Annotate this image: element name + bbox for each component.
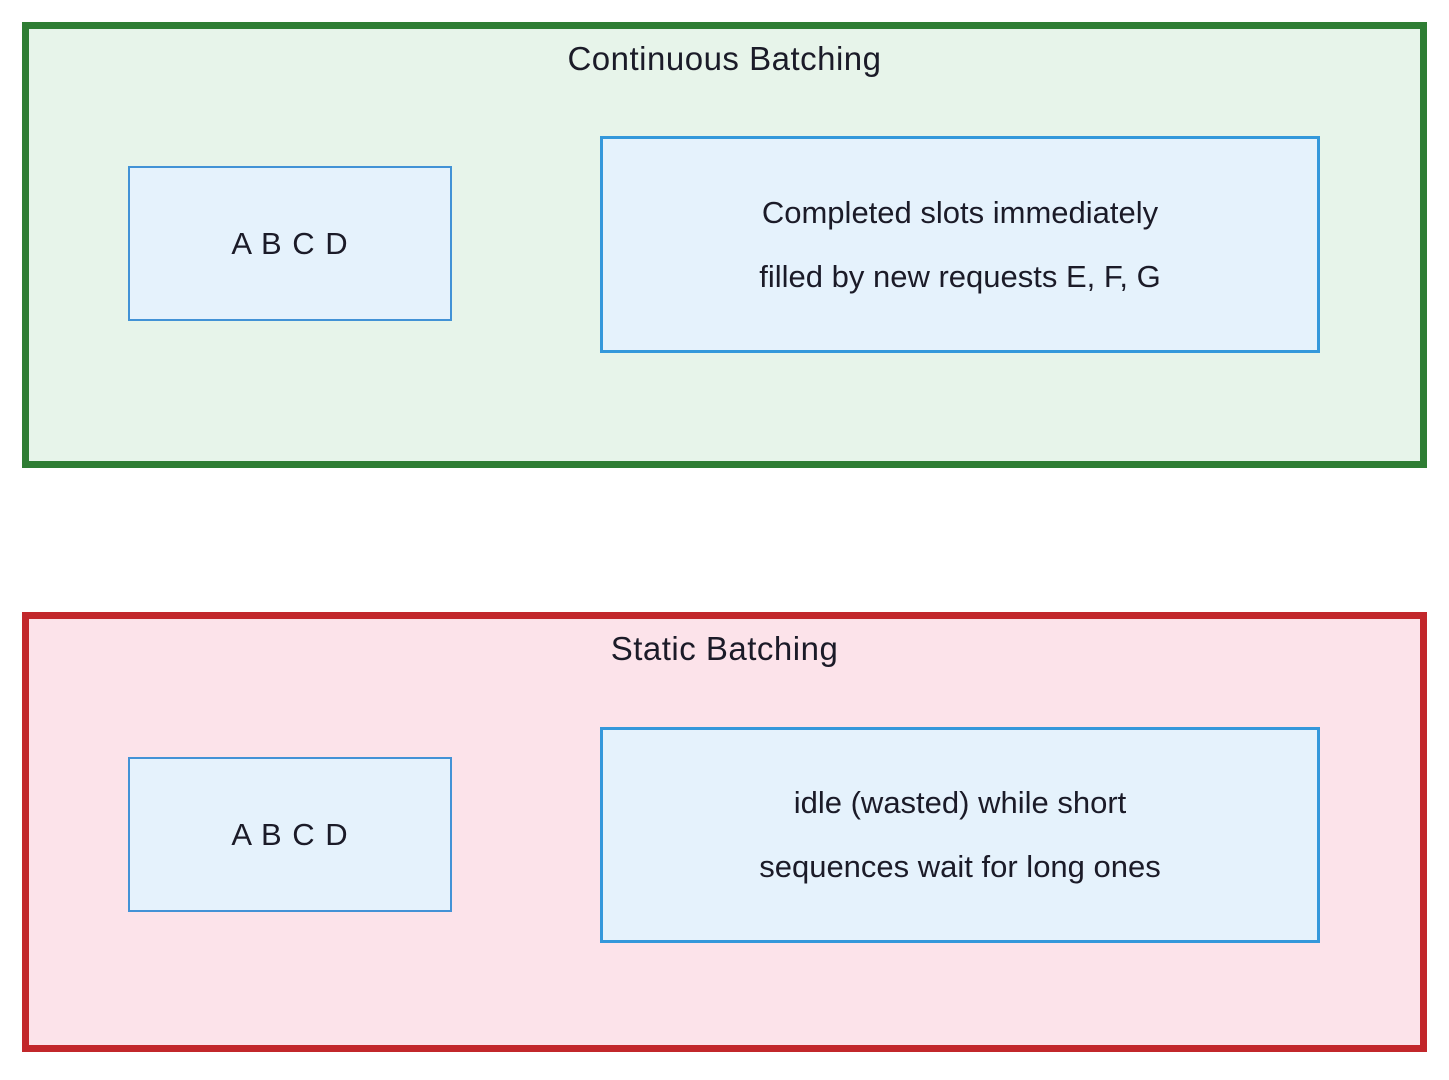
static-batching-panel: Static Batching A B C D idle (wasted) wh… [22,612,1427,1052]
continuous-note-line2: filled by new requests E, F, G [759,258,1161,294]
static-note-line2: sequences wait for long ones [759,849,1161,884]
static-note-line1: idle (wasted) while short [793,785,1127,820]
static-note-box: idle (wasted) while short sequences wait… [600,727,1320,943]
static-batch-box: A B C D [128,757,452,912]
continuous-note-line1: Completed slots immediately [761,194,1159,230]
continuous-batching-panel: Continuous Batching A B C D Completed sl… [22,22,1427,468]
static-batch-label: A B C D [231,816,349,852]
continuous-batch-box: A B C D [128,166,452,321]
continuous-batching-title: Continuous Batching [567,40,882,77]
static-batching-title: Static Batching [610,630,839,667]
continuous-batch-label: A B C D [231,225,349,261]
continuous-note-box: Completed slots immediately filled by ne… [600,136,1320,353]
